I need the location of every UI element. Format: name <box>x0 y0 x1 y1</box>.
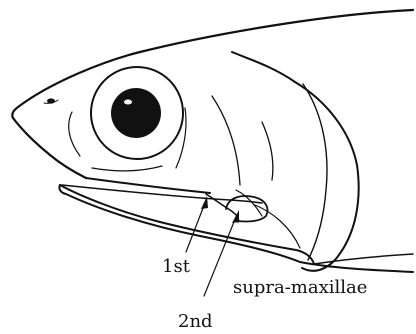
label-supra-maxillae: supra-maxillae <box>233 277 367 298</box>
supra-maxilla-second <box>226 196 268 221</box>
opercle-inner-line <box>303 84 327 260</box>
arrow-first-shaft <box>186 203 205 252</box>
preorbital-line <box>69 112 80 156</box>
pupil <box>111 88 161 138</box>
nostril <box>44 98 58 103</box>
postorbital-line <box>176 108 186 168</box>
gill-cover-outline <box>232 52 359 271</box>
label-second: 2nd <box>178 311 213 332</box>
preopercle-line <box>212 96 240 185</box>
label-first: 1st <box>162 256 191 277</box>
opercle-ridge-line <box>262 122 273 180</box>
suborbital-line <box>92 166 162 171</box>
upper-jaw-outline <box>86 178 210 193</box>
subopercle-line <box>255 205 300 248</box>
dorsal-outline <box>12 10 413 118</box>
throat-line <box>314 254 413 264</box>
arrow-second-shaft <box>204 217 236 296</box>
pupil-highlight <box>124 100 132 105</box>
